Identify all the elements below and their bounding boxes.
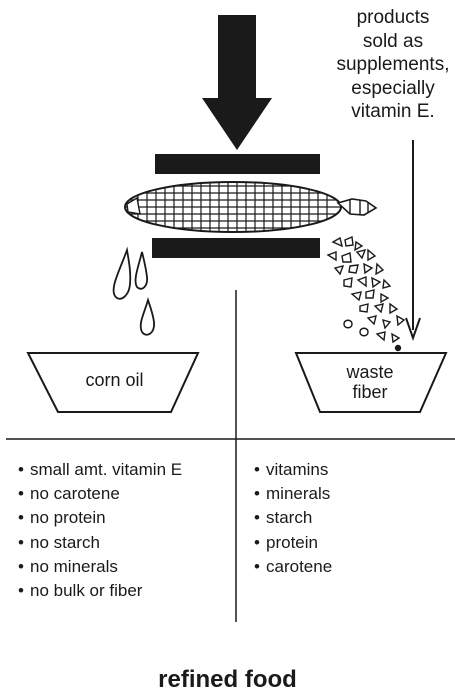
waste-fiber-label-line: fiber bbox=[320, 382, 420, 402]
corn-oil-label: corn oil bbox=[58, 370, 171, 390]
note-line: sold as bbox=[318, 30, 455, 54]
list-item: no starch bbox=[18, 531, 182, 555]
list-item: minerals bbox=[254, 482, 332, 506]
list-item: no minerals bbox=[18, 555, 182, 579]
list-item: vitamins bbox=[254, 458, 332, 482]
waste-fiber-label: waste fiber bbox=[320, 362, 420, 402]
list-item: no protein bbox=[18, 506, 182, 530]
removed-nutrients-list: vitamins minerals starch protein caroten… bbox=[254, 458, 332, 579]
list-item: no bulk or fiber bbox=[18, 579, 182, 603]
down-arrow-icon bbox=[202, 15, 272, 150]
fiber-fragment-icon bbox=[328, 237, 404, 351]
list-item: carotene bbox=[254, 555, 332, 579]
note-line: products bbox=[318, 6, 455, 30]
refined-lacking-list: small amt. vitamin E no carotene no prot… bbox=[18, 458, 182, 603]
oil-drop-icon bbox=[114, 250, 155, 335]
list-item: protein bbox=[254, 531, 332, 555]
waste-fiber-label-line: waste bbox=[320, 362, 420, 382]
press-bottom-plate bbox=[152, 238, 320, 258]
page-title: refined food bbox=[0, 666, 455, 694]
note-line: vitamin E. bbox=[318, 100, 455, 124]
press-top-plate bbox=[155, 154, 320, 174]
list-item: small amt. vitamin E bbox=[18, 458, 182, 482]
note-line: especially bbox=[318, 77, 455, 101]
list-item: no carotene bbox=[18, 482, 182, 506]
list-item: starch bbox=[254, 506, 332, 530]
corn-cob-icon bbox=[125, 180, 376, 234]
note-line: supplements, bbox=[318, 53, 455, 77]
supplements-note: products sold as supplements, especially… bbox=[318, 6, 455, 124]
